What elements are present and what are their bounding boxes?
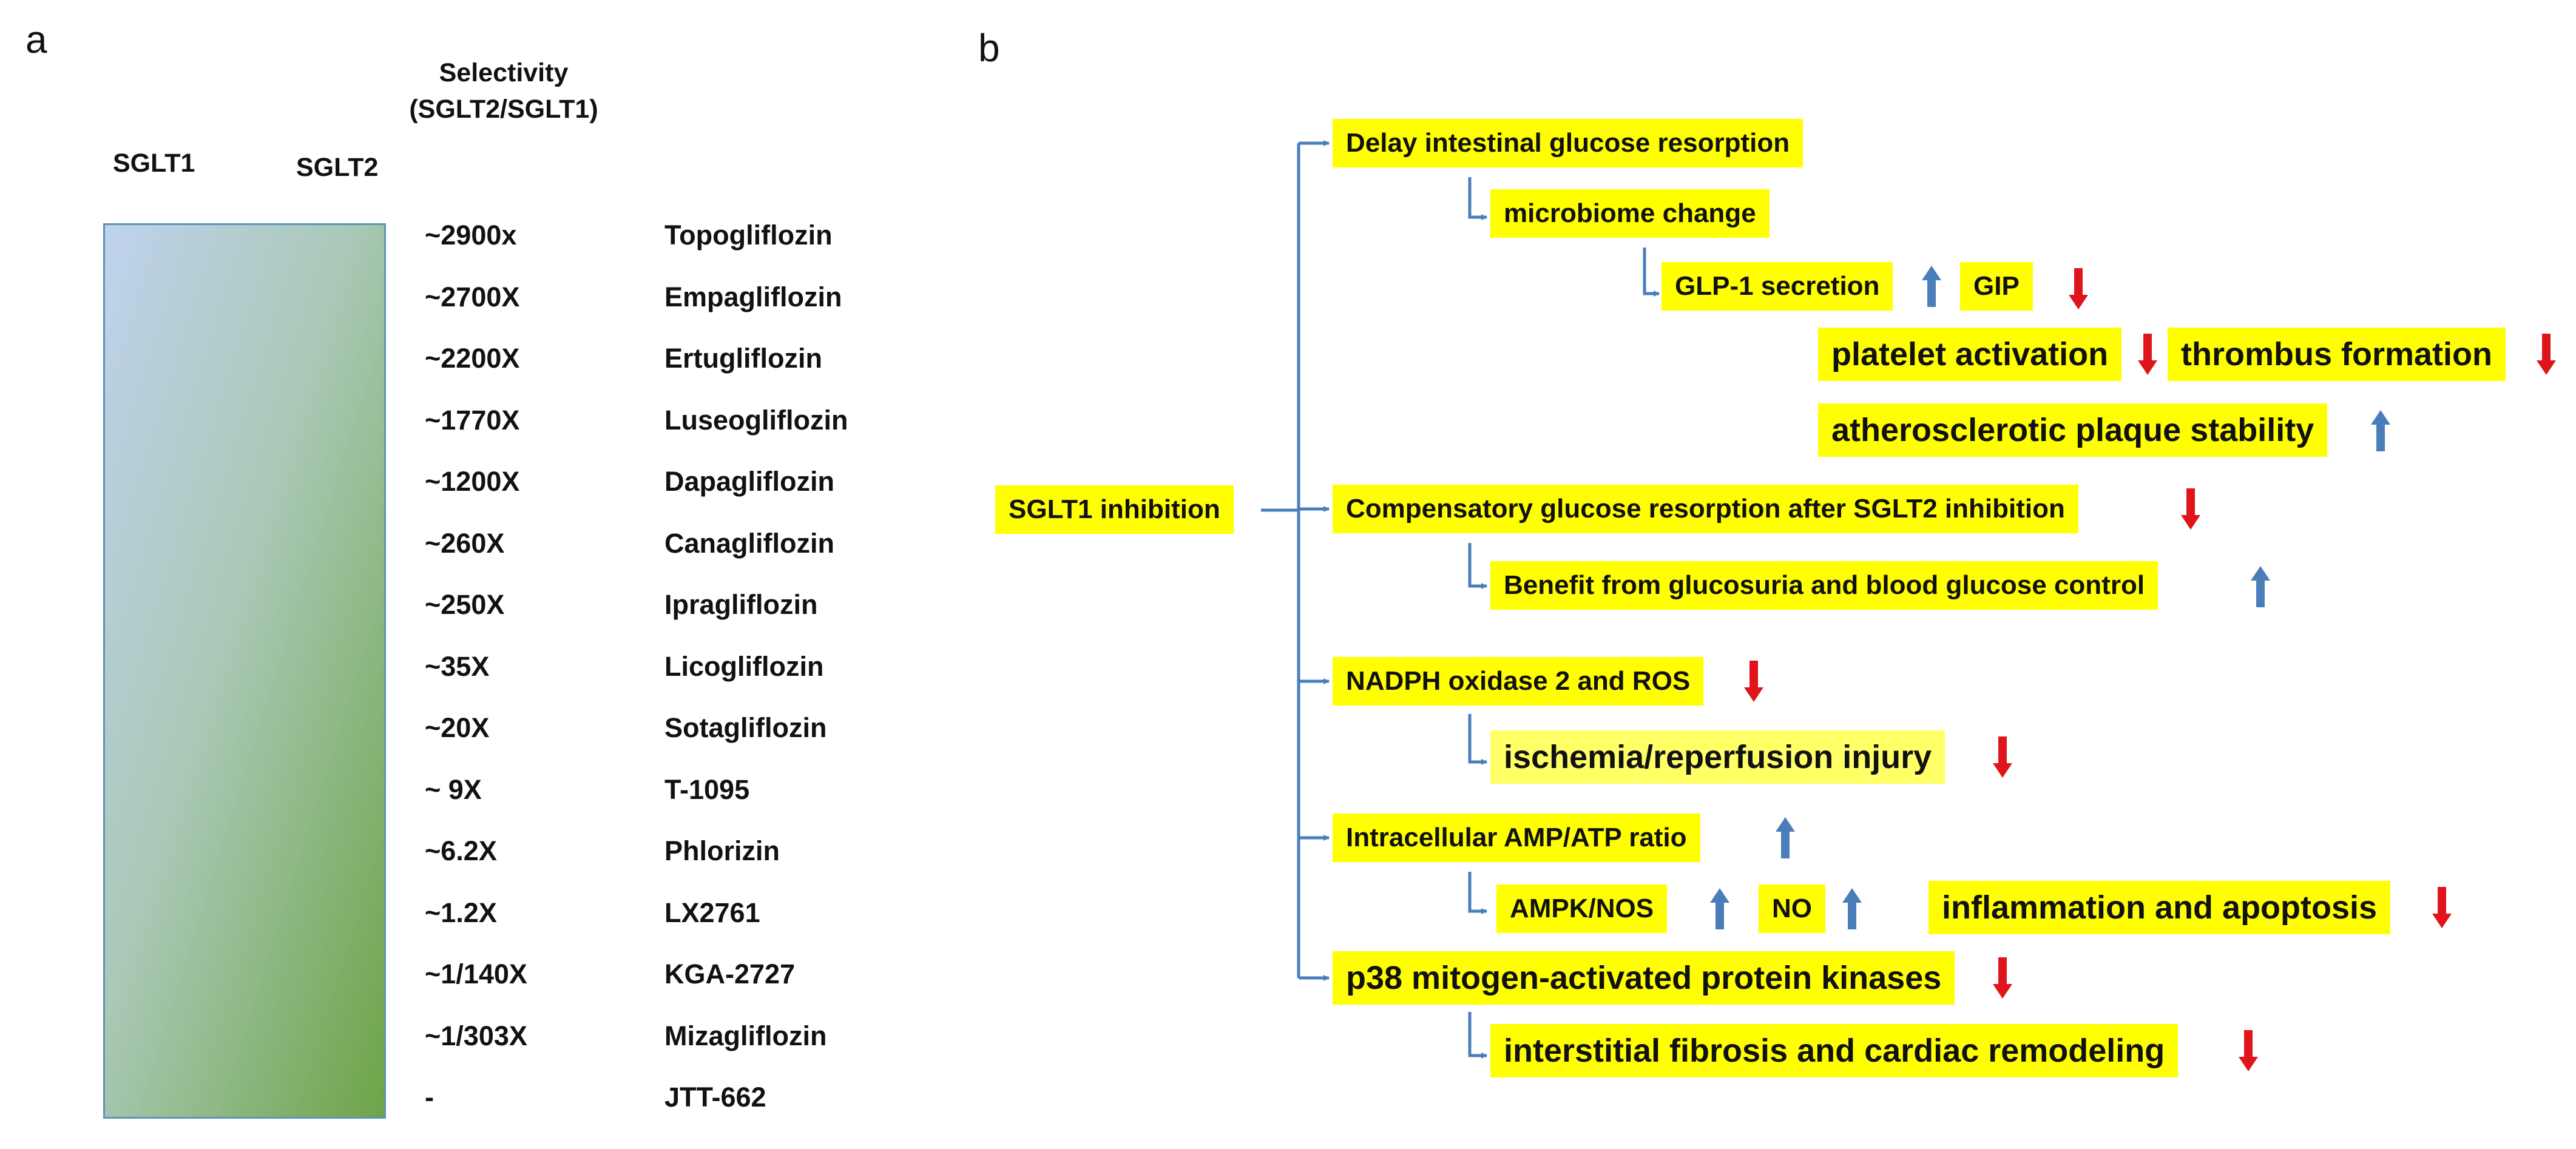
selectivity-value: ~2900x (425, 220, 517, 251)
arrow-down-icon (2181, 488, 2200, 530)
node-thrombus-formation: thrombus formation (2168, 328, 2506, 381)
drug-name: KGA-2727 (664, 959, 796, 989)
panel-a-label: a (25, 18, 47, 61)
node-plaque-stability: atherosclerotic plaque stability (1818, 403, 2328, 457)
arrow-up-icon (1710, 888, 1729, 929)
node-compensatory-resorption: Compensatory glucose resorption after SG… (1333, 485, 2078, 533)
drug-name: JTT-662 (664, 1082, 766, 1113)
selectivity-value: ~260X (425, 527, 505, 559)
elbow-ischemia (1468, 714, 1487, 765)
node-delay-glucose-resorption: Delay intestinal glucose resorption (1333, 119, 1804, 167)
node-platelet-activation: platelet activation (1818, 328, 2122, 381)
panel-b-label: b (978, 26, 1000, 70)
drug-name: T-1095 (664, 773, 750, 805)
drug-name: LX2761 (664, 897, 760, 928)
drug-name: Topogliflozin (664, 220, 833, 251)
sglt2-label: SGLT2 (296, 153, 379, 182)
selectivity-value: ~250X (425, 589, 505, 620)
up-arrows (1710, 266, 2390, 929)
selectivity-value: ~1200X (425, 466, 520, 497)
arrow-up-icon (1842, 888, 1862, 929)
arrow-down-icon (1744, 661, 1763, 702)
node-amp-atp-ratio: Intracellular AMP/ATP ratio (1333, 814, 1700, 862)
drug-name: Luseogliflozin (664, 404, 848, 436)
drug-name: Ipragliflozin (664, 589, 818, 620)
selectivity-value: ~35X (425, 650, 490, 682)
selectivity-value: ~20X (425, 712, 490, 743)
arrow-up-icon (2371, 410, 2390, 451)
elbow-glp1 (1643, 248, 1660, 297)
selectivity-value: ~6.2X (425, 835, 497, 866)
arrow-down-icon (1993, 736, 2012, 778)
node-sglt1-inhibition: SGLT1 inhibition (995, 485, 1234, 534)
sglt-selectivity-gradient-bar (103, 223, 386, 1119)
node-glp1-secretion: GLP-1 secretion (1662, 262, 1893, 311)
drug-name: Mizagliflozin (664, 1020, 827, 1051)
elbow-ampk (1468, 872, 1487, 914)
node-ampk-nos: AMPK/NOS (1496, 884, 1668, 933)
drug-name: Licogliflozin (664, 650, 824, 682)
selectivity-value: - (425, 1082, 434, 1113)
selectivity-value: ~ 9X (425, 773, 482, 805)
node-gip: GIP (1960, 262, 2033, 311)
node-no: NO (1759, 884, 1825, 933)
node-fibrosis-remodeling: interstitial fibrosis and cardiac remode… (1490, 1024, 2179, 1077)
drug-name: Phlorizin (664, 835, 780, 866)
selectivity-header-line1: Selectivity (439, 58, 569, 87)
selectivity-header-line2: (SGLT2/SGLT1) (409, 95, 598, 124)
sglt1-label: SGLT1 (113, 149, 195, 178)
arrow-down-icon (2239, 1030, 2258, 1071)
selectivity-value: ~2200X (425, 343, 520, 374)
arrow-down-icon (2138, 334, 2157, 375)
selectivity-value: ~1/303X (425, 1020, 527, 1051)
selectivity-value: ~1770X (425, 404, 520, 436)
arrow-up-icon (1776, 817, 1795, 858)
arrow-down-icon (2069, 268, 2088, 309)
node-inflammation-apoptosis: inflammation and apoptosis (1929, 881, 2391, 934)
drug-name: Dapagliflozin (664, 466, 834, 497)
elbow-benefit (1468, 543, 1487, 589)
node-nadph-oxidase: NADPH oxidase 2 and ROS (1333, 657, 1704, 706)
drug-name: Empagliflozin (664, 281, 842, 312)
arrow-up-icon (2251, 566, 2270, 607)
drug-name: Ertugliflozin (664, 343, 822, 374)
arrow-down-icon (2537, 334, 2556, 375)
arrow-down-icon (2432, 887, 2452, 928)
arrow-up-icon (1922, 266, 1941, 307)
selectivity-value: ~2700X (425, 281, 520, 312)
elbow-fibrosis (1468, 1012, 1487, 1059)
down-arrows (1744, 268, 2556, 1071)
selectivity-value: ~1/140X (425, 959, 527, 989)
node-microbiome-change: microbiome change (1490, 189, 1770, 238)
elbow-microbiome (1468, 177, 1487, 220)
drug-name: Canagliflozin (664, 527, 834, 559)
node-ischemia-reperfusion: ischemia/reperfusion injury (1490, 730, 1946, 784)
selectivity-header: Selectivity (SGLT2/SGLT1) (388, 55, 619, 127)
selectivity-value: ~1.2X (425, 897, 497, 928)
node-benefit-glucosuria: Benefit from glucosuria and blood glucos… (1490, 561, 2158, 610)
arrow-down-icon (1993, 957, 2012, 999)
node-p38-mapk: p38 mitogen-activated protein kinases (1333, 951, 1955, 1005)
drug-name: Sotagliflozin (664, 712, 827, 743)
